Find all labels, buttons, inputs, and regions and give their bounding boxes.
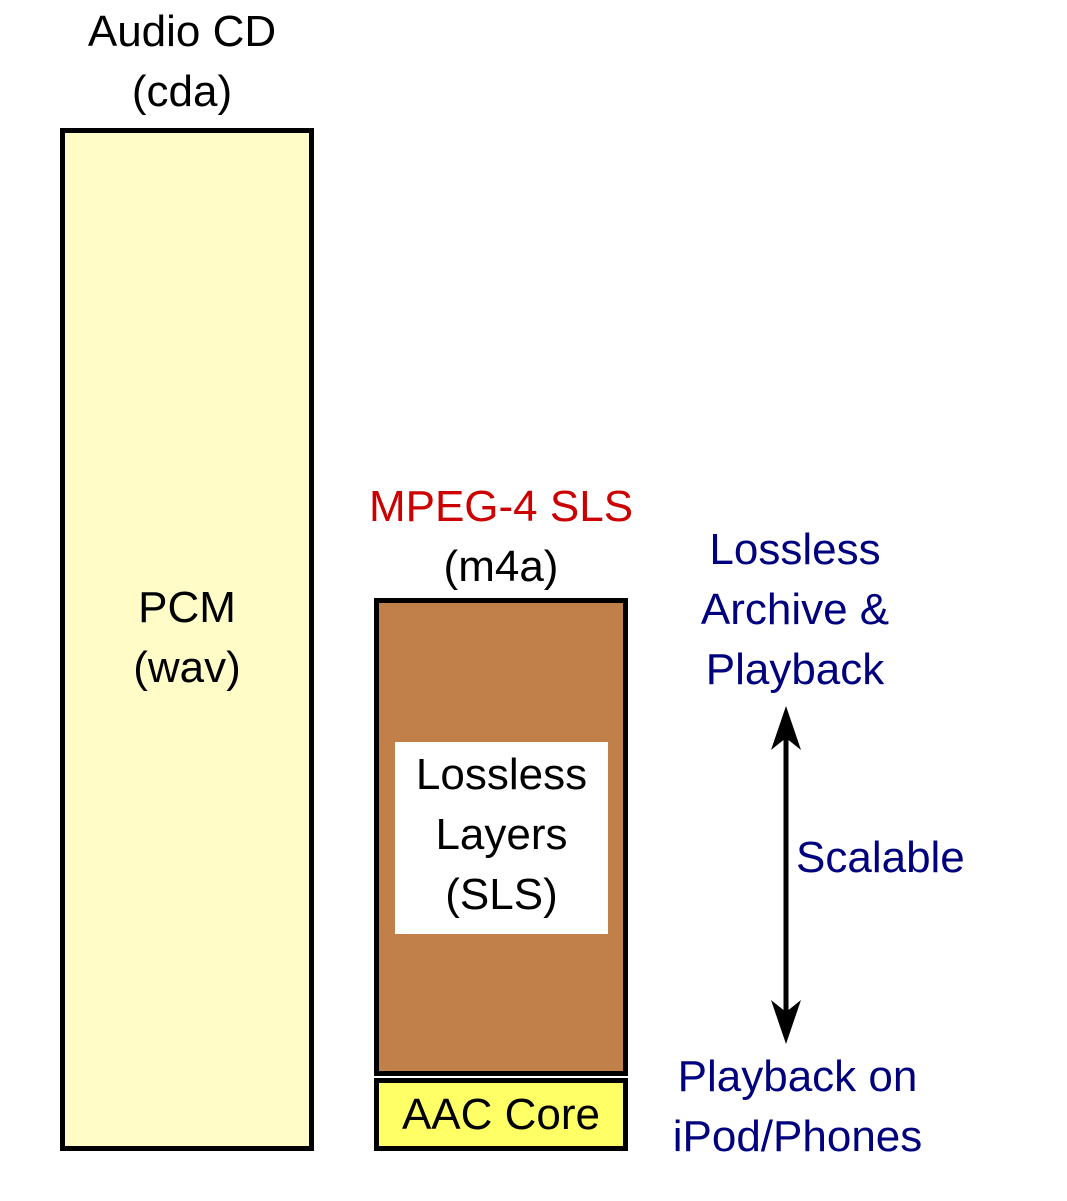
scalable-label: Scalable [796,833,965,882]
audio-cd-title: Audio CD (cda) [60,2,304,122]
playback-devices-label: Playback on iPod/Phones [650,1047,945,1167]
aac-core-label: AAC Core [401,1090,601,1139]
mpeg4-sls-name: MPEG-4 SLS [368,482,634,531]
pcm-label-line2: (wav) [133,643,241,692]
aac-core-block [374,1078,628,1151]
arrow-head-up [771,706,801,750]
lossless-archive-label: Lossless Archive & Playback [660,520,930,700]
audio-cd-name: Audio CD [87,7,277,56]
pcm-label-line1: PCM [138,583,236,632]
playback-devices-line1: Playback on [677,1052,918,1101]
pcm-label: PCM (wav) [60,578,314,698]
mpeg4-sls-extension: (m4a) [443,542,559,591]
lossless-archive-line2: Archive & [700,585,890,634]
audio-cd-extension: (cda) [131,67,233,116]
lossless-layers-line1: Lossless [415,750,588,799]
lossless-layers-line3: (SLS) [445,870,558,919]
pcm-block [60,128,314,1151]
lossless-archive-line1: Lossless [709,525,881,574]
lossless-archive-line3: Playback [705,645,885,694]
playback-devices-line2: iPod/Phones [672,1112,923,1161]
mpeg4-sls-title: MPEG-4 SLS (m4a) [330,477,672,597]
arrow-head-down [771,1000,801,1044]
lossless-layers-line2: Layers [435,810,568,859]
lossless-layers-label: Lossless Layers (SLS) [395,742,608,934]
